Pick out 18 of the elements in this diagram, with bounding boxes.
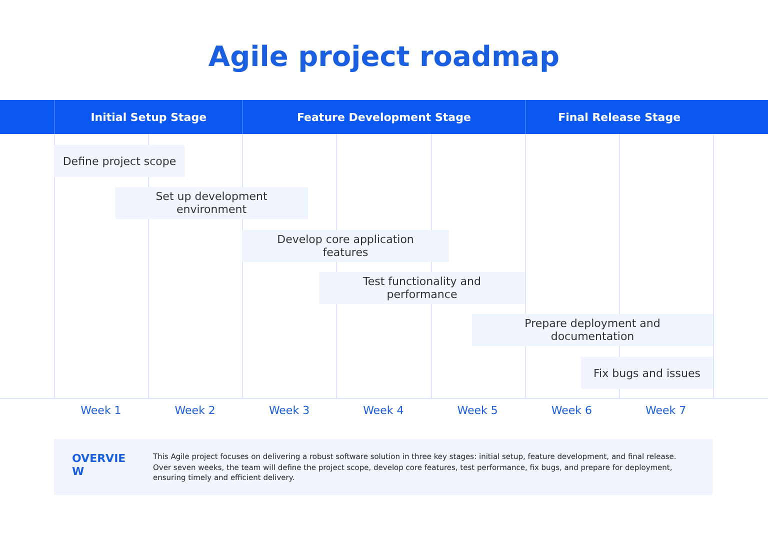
task-bar: Prepare deployment and documentation	[472, 314, 713, 346]
stage-header: Feature Development Stage	[242, 100, 525, 134]
task-bar: Set up development environment	[115, 187, 308, 219]
stage-header: Final Release Stage	[524, 100, 713, 134]
week-label: Week 5	[456, 404, 499, 417]
week-label: Week 4	[362, 404, 405, 417]
week-label: Week 7	[644, 404, 688, 417]
task-bar: Test functionality and performance	[319, 272, 525, 304]
stage-header: Initial Setup Stage	[54, 100, 242, 134]
title: Agile project roadmap	[207, 40, 561, 73]
week-label: Week 6	[550, 404, 593, 417]
task-bar: Fix bugs and issues	[581, 357, 713, 389]
week-label: Week 1	[80, 404, 122, 417]
overview-heading: OVERVIEW	[72, 452, 127, 478]
task-bar: Develop core application features	[242, 230, 449, 262]
week-label: Week 3	[268, 404, 311, 417]
task-bar: Define project scope	[54, 145, 185, 177]
week-label: Week 2	[174, 404, 216, 417]
